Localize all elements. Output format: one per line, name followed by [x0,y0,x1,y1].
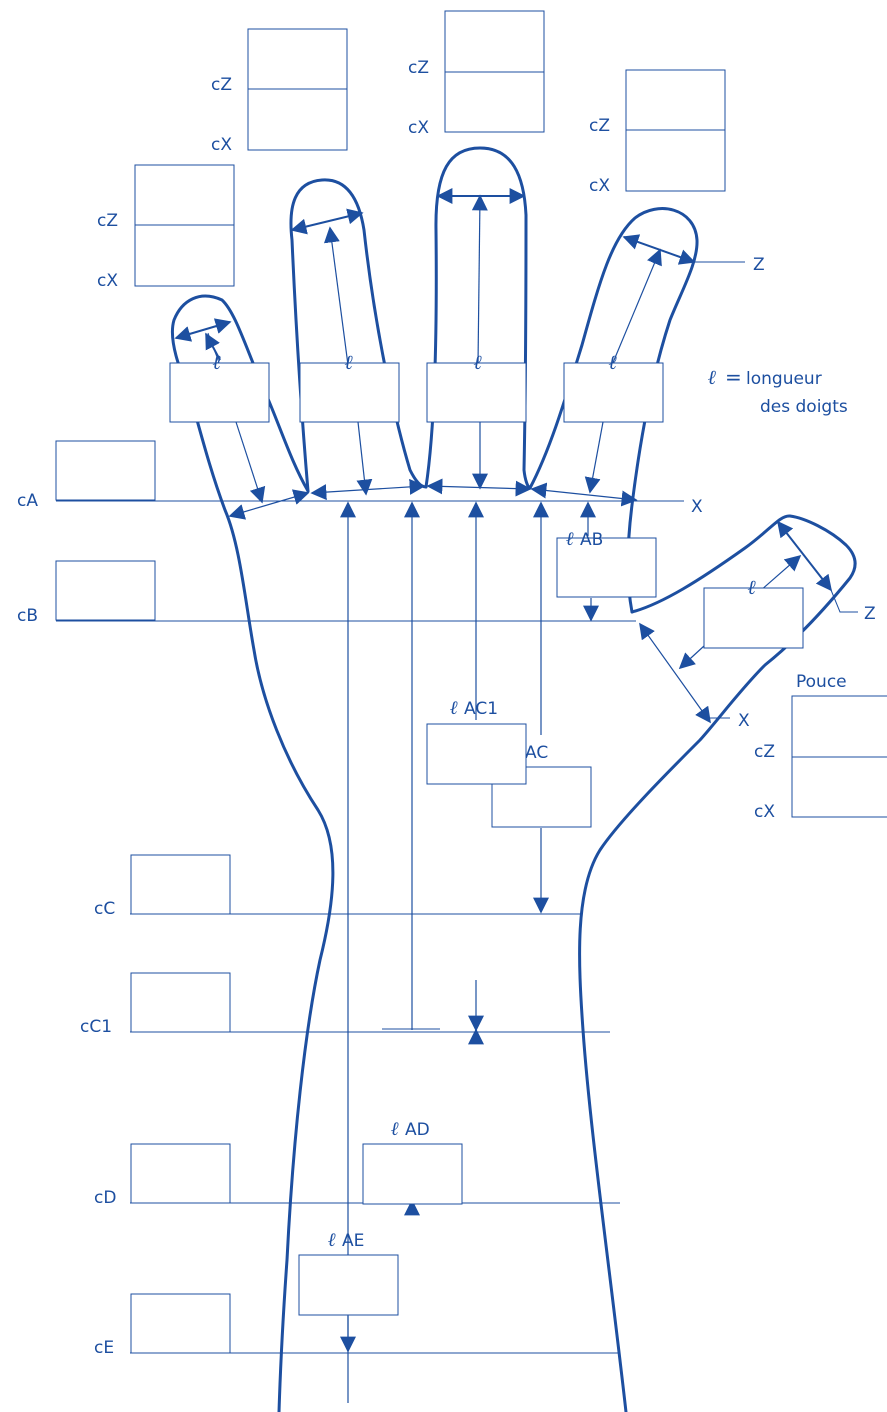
pinky-length-tip [205,332,221,361]
thumb-base-double-arrow [639,622,711,724]
axis-z-thumb: Z [864,604,876,624]
finger-box-pinky: cZ cX [97,164,235,291]
legend-symbol: ℓ [708,365,717,389]
input-length-AB[interactable] [556,537,657,598]
segment-length-boxes: ℓ AB ℓ AC ℓ AC1 ℓ AD ℓ AE [298,528,657,1316]
label-cC: cC [94,899,115,919]
middle-length-line [471,194,488,366]
width-arrow-ring [290,208,364,235]
label-cz-pinky: cZ [97,211,118,231]
label-cx-middle: cX [408,118,429,138]
axis-x-thumb: X [738,711,750,731]
label-cD: cD [94,1188,116,1208]
ring-base-arrow [356,421,373,496]
ell-symbol-thumb: ℓ [748,575,757,599]
input-length-thumb[interactable] [703,587,804,649]
input-cB[interactable] [55,560,156,621]
axis-x-knuckle: X [691,497,703,517]
knuckle-arrow-4 [530,482,638,507]
input-length-middle[interactable] [426,362,527,423]
input-length-ring[interactable] [299,362,400,423]
hand-outline [170,146,857,1412]
leader-z-thumb [830,589,858,613]
index-length-line [611,248,662,366]
finger-box-middle: cZ cX [408,10,545,138]
label-AC1: AC1 [464,699,498,719]
legend-equals: = [725,365,742,389]
input-cA[interactable] [55,440,156,501]
label-cA: cA [17,491,38,511]
axis-z-index: Z [753,255,765,275]
width-arrow-index [622,234,696,265]
knuckle-arrow-3 [426,478,532,497]
label-cE: cE [94,1338,114,1358]
ell-symbol-pinky: ℓ [213,350,222,374]
finger-box-ring: cZ cX [211,28,348,155]
input-length-index[interactable] [563,362,664,423]
input-cC1[interactable] [130,972,231,1033]
label-AD: AD [405,1120,430,1140]
width-arrow-thumb [777,520,832,592]
label-cz-ring: cZ [211,75,232,95]
input-cD[interactable] [130,1143,231,1204]
index-base-arrow [584,421,604,494]
circumference-boxes: cA cB cC cC1 cD cE [17,440,231,1358]
input-length-AC1[interactable] [426,723,527,785]
label-cx-ring: cX [211,135,232,155]
circumference-lines [56,500,684,1354]
finger-box-index: cZ cX [589,69,726,196]
label-AB: AB [580,530,603,550]
thumb-title: Pouce [796,672,847,692]
label-cB: cB [17,606,38,626]
axis-letters: Z X Z X [691,255,876,731]
legend: ℓ = longueur des doigts [708,365,848,417]
width-arrow-pinky [174,318,232,342]
length-arrows [205,194,802,670]
label-AE: AE [342,1231,364,1251]
ring-length-line [323,226,349,366]
vertical-length-arrows [340,501,599,1403]
legend-line1: longueur [746,369,822,389]
pinky-base-arrow [235,421,266,504]
label-cz-middle: cZ [408,58,429,78]
knuckle-arrow-1 [228,489,310,520]
ell-AD: ℓ [391,1118,399,1140]
thumb-box: Pouce cZ cX [754,672,887,822]
label-cz-index: cZ [589,116,610,136]
label-AC: AC [525,743,548,763]
input-length-pinky[interactable] [169,362,270,423]
input-cE[interactable] [130,1293,231,1354]
ell-AB: ℓ [566,528,574,550]
length-boxes: ℓ ℓ ℓ ℓ ℓ [169,350,804,649]
input-length-AE[interactable] [298,1254,399,1316]
input-length-AD[interactable] [362,1143,463,1205]
input-cC[interactable] [130,854,231,915]
ell-symbol-ring: ℓ [345,350,354,374]
label-cx-index: cX [589,176,610,196]
label-cz-thumb: cZ [754,742,775,762]
label-cx-thumb: cX [754,802,775,822]
ell-symbol-middle: ℓ [474,350,483,374]
label-cx-pinky: cX [97,271,118,291]
thumb-base-arrow [678,645,705,670]
ell-symbol-index: ℓ [609,350,618,374]
knuckle-arrow-2 [310,478,426,501]
ell-AE: ℓ [328,1229,336,1251]
ell-AC1: ℓ [450,697,458,719]
legend-line2: des doigts [760,397,848,417]
label-cC1: cC1 [80,1017,112,1037]
axis-leaders [694,261,858,719]
knuckle-arrows [228,478,711,724]
